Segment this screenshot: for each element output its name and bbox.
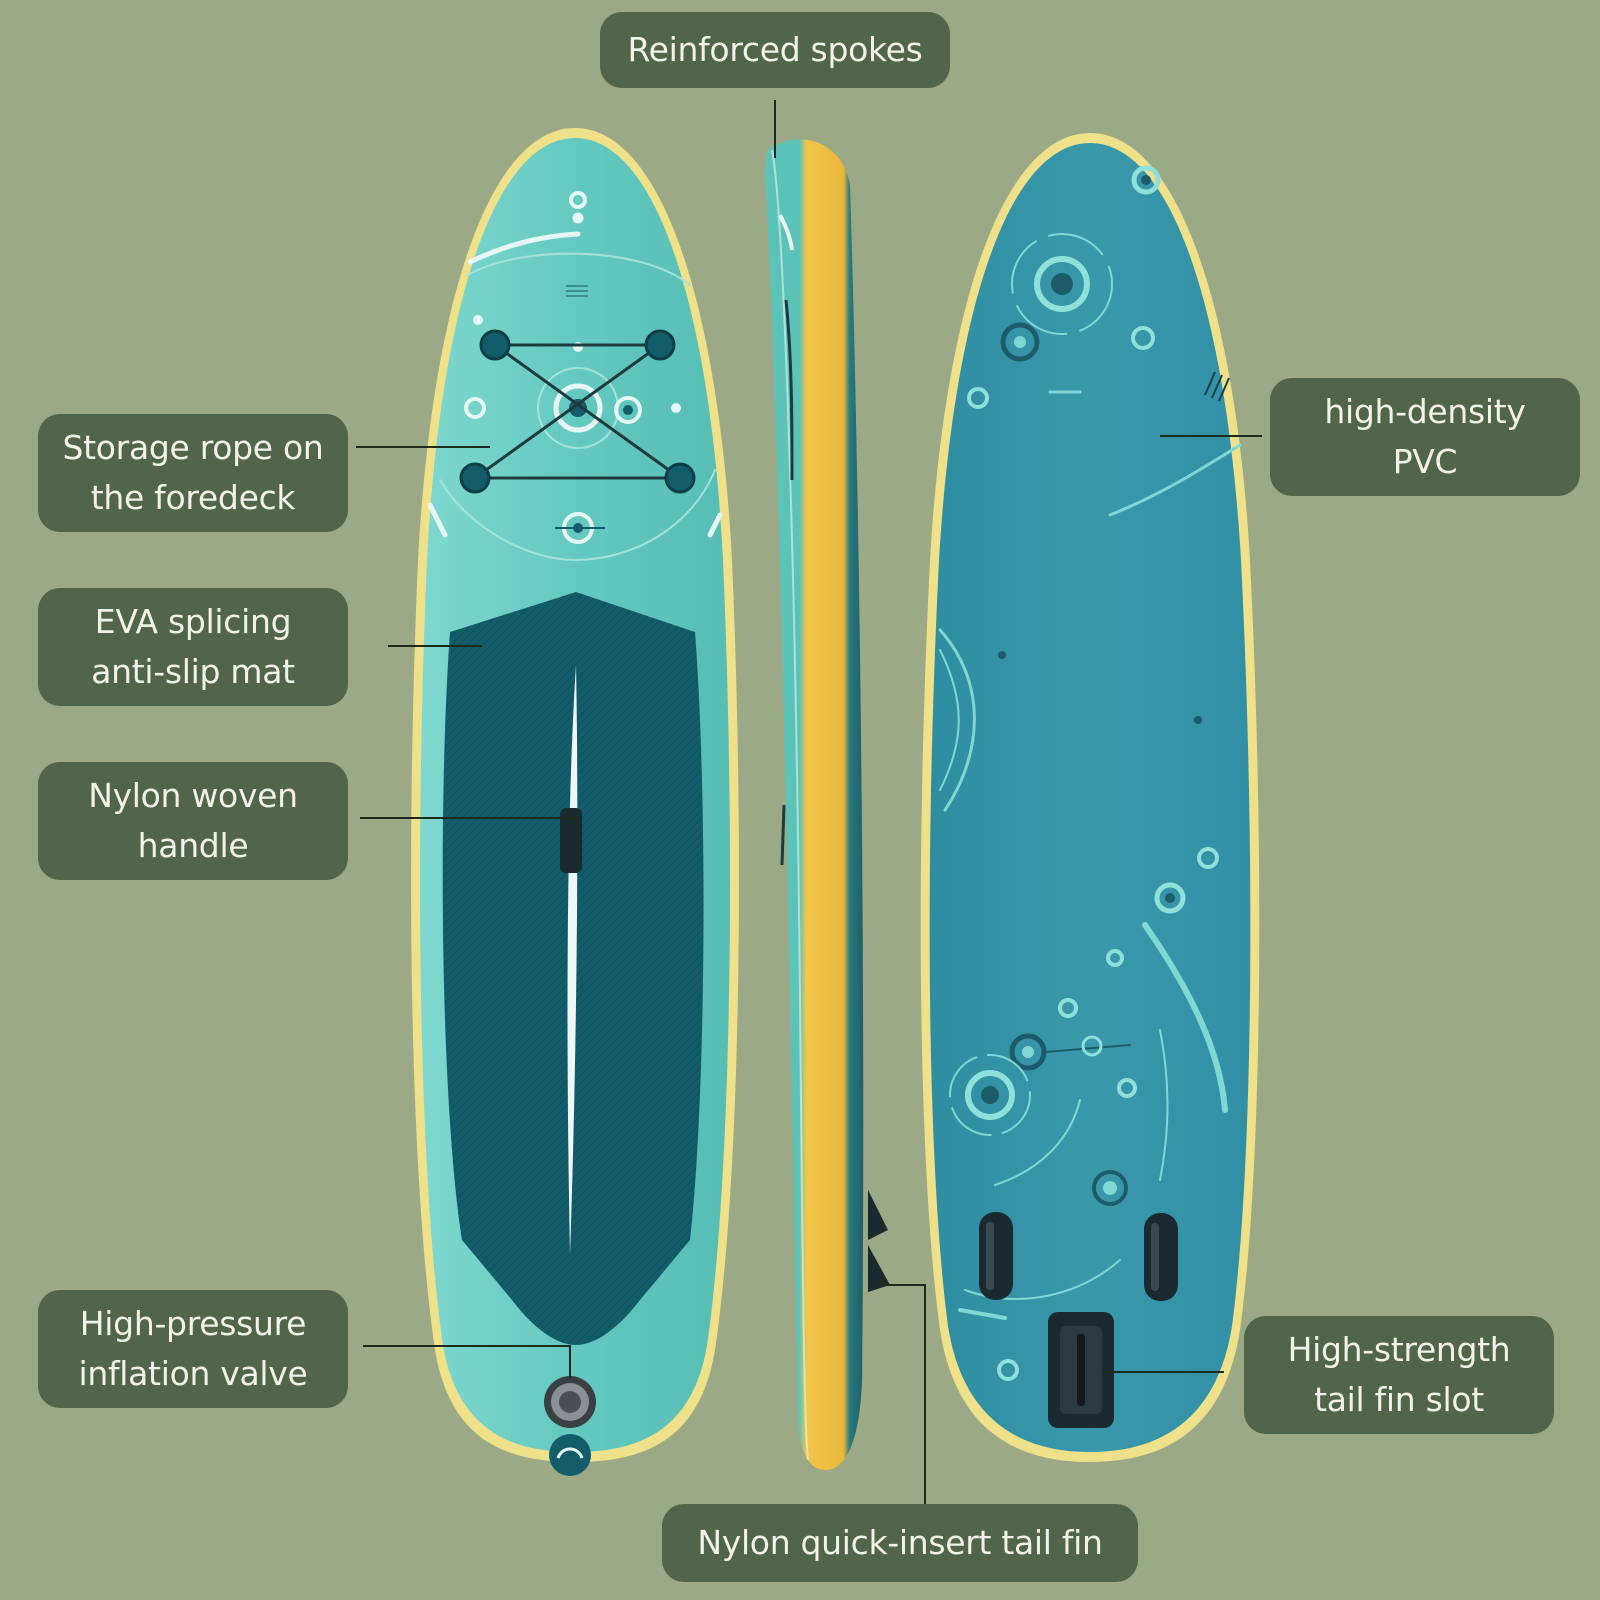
callout-storage-rope: Storage rope on the foredeck bbox=[38, 414, 348, 532]
side-top-edge bbox=[771, 149, 809, 1461]
callout-text: PVC bbox=[1392, 442, 1458, 481]
carry-handle bbox=[560, 808, 582, 873]
foredeck-target bbox=[464, 315, 681, 449]
callout-inflation-valve: High-pressure inflation valve bbox=[38, 1290, 348, 1408]
inflation-valve-icon bbox=[544, 1376, 596, 1428]
callout-text: Nylon woven bbox=[88, 776, 298, 815]
d-ring bbox=[664, 462, 696, 494]
callout-fin-slot: High-strength tail fin slot bbox=[1244, 1316, 1554, 1434]
bottom-hash-mark bbox=[1204, 371, 1230, 402]
callout-text: EVA splicing bbox=[94, 602, 292, 641]
callout-text: Storage rope on bbox=[62, 428, 324, 467]
callout-text: the foredeck bbox=[90, 478, 296, 517]
callout-text: Reinforced spokes bbox=[627, 30, 923, 69]
callout-pvc: high-density PVC bbox=[1270, 378, 1580, 496]
side-view-board bbox=[765, 139, 890, 1471]
side-fin-boxes bbox=[979, 1212, 1178, 1301]
callout-text: Nylon quick-insert tail fin bbox=[697, 1523, 1103, 1562]
d-ring bbox=[644, 329, 676, 361]
bottom-graphics bbox=[938, 165, 1242, 1381]
side-fin bbox=[868, 1190, 890, 1292]
callout-tail-fin: Nylon quick-insert tail fin bbox=[662, 1504, 1138, 1582]
bungee-storage-rope bbox=[459, 329, 696, 494]
nose-graphics bbox=[427, 191, 723, 562]
d-ring bbox=[479, 329, 511, 361]
callout-text: High-pressure bbox=[79, 1304, 307, 1343]
callout-eva-mat: EVA splicing anti-slip mat bbox=[38, 588, 348, 706]
center-fin-slot bbox=[1048, 1312, 1114, 1428]
side-profile bbox=[765, 139, 864, 1471]
callout-reinforced-spokes: Reinforced spokes bbox=[600, 12, 950, 88]
leader-lines bbox=[356, 100, 1262, 1505]
crosshair-mark bbox=[555, 512, 605, 544]
bottom-view-board bbox=[920, 133, 1260, 1462]
d-ring bbox=[459, 462, 491, 494]
bottom-surface bbox=[929, 143, 1251, 1452]
callout-text: handle bbox=[137, 826, 249, 865]
callout-text: high-density bbox=[1324, 392, 1526, 431]
callout-text: High-strength bbox=[1287, 1330, 1511, 1369]
callout-text: anti-slip mat bbox=[91, 652, 295, 691]
leash-plug-icon bbox=[549, 1434, 591, 1476]
callout-text: tail fin slot bbox=[1314, 1380, 1484, 1419]
logo-bars-icon bbox=[566, 285, 588, 297]
deck-view-board bbox=[411, 128, 739, 1476]
callout-nylon-handle: Nylon woven handle bbox=[38, 762, 348, 880]
callout-text: inflation valve bbox=[78, 1354, 308, 1393]
